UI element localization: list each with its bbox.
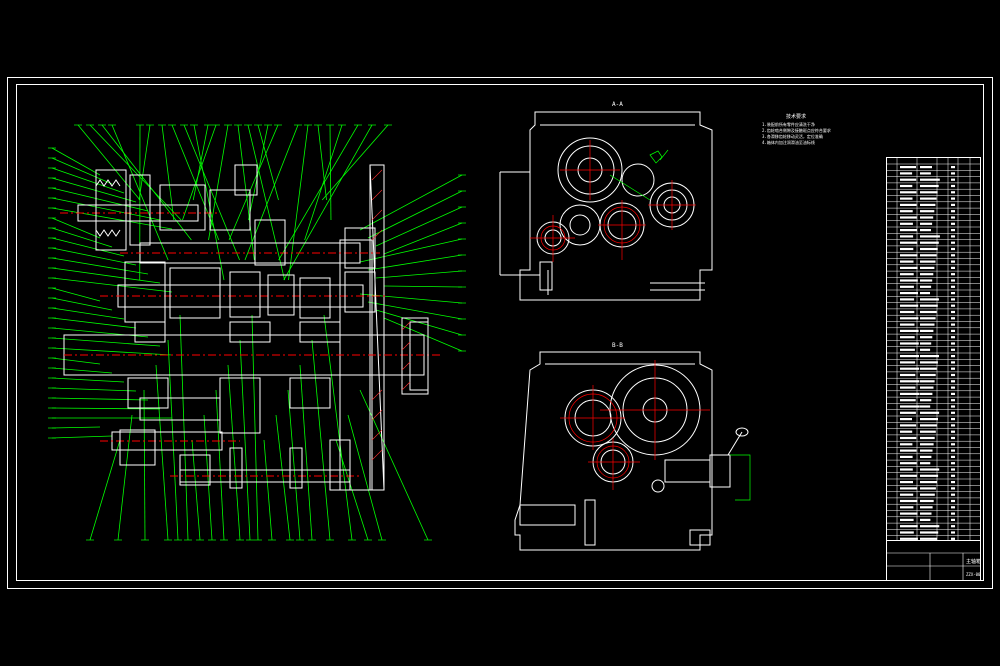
drawing-frame-inner	[16, 84, 984, 581]
title-block-code: ZZX-00	[966, 572, 981, 577]
title-block-name: 主轴箱	[966, 558, 981, 565]
section-b-b-label: B-B	[612, 342, 623, 349]
section-b-b-view: B-B	[514, 342, 751, 551]
tech-line-3: 3.各滑移齿轮移动灵活，定位准确	[762, 133, 823, 139]
main-section-view	[48, 124, 466, 541]
drawing-frame-outer	[7, 77, 993, 589]
title-block: 主轴箱 ZZX-00	[886, 540, 981, 581]
technical-requirements: 技术要求 1.装配前所有零件应清洗干净 2.齿轮啮合侧隙及接触斑点应符合要求 3…	[762, 113, 831, 145]
tech-title: 技术要求	[786, 113, 806, 120]
tech-line-2: 2.齿轮啮合侧隙及接触斑点应符合要求	[762, 127, 831, 133]
tech-line-1: 1.装配前所有零件应清洗干净	[762, 121, 815, 127]
parts-list-table	[886, 157, 981, 581]
section-a-a-view: A-A	[499, 101, 713, 301]
section-a-a-label: A-A	[612, 101, 623, 108]
tech-line-4: 4.箱体内加注润滑油至油标线	[762, 139, 815, 145]
